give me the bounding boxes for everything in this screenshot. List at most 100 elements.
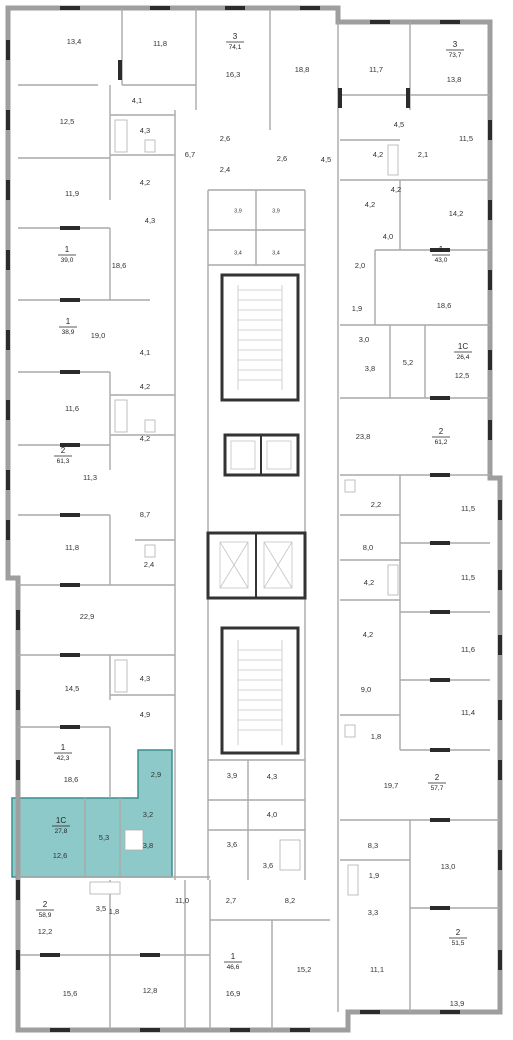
stair-core-bottom <box>220 626 300 755</box>
apartment-total-area: 42,3 <box>57 755 70 762</box>
apartment-total-area: 57,7 <box>431 785 444 792</box>
room-area-label: 9,0 <box>361 685 371 694</box>
apartment-tag[interactable]: 138,9 <box>59 317 77 336</box>
room-area-label: 3,9 <box>227 771 237 780</box>
apartment-rooms-count: 1С <box>56 816 66 825</box>
room-area-label: 2,4 <box>220 165 230 174</box>
bathroom-fixtures <box>89 119 399 896</box>
apartment-tag[interactable]: 261,2 <box>432 427 450 446</box>
apartment-total-area: 46,6 <box>227 964 240 971</box>
room-area-label: 6,7 <box>185 150 195 159</box>
apartment-rooms-count: 1 <box>231 952 236 961</box>
apartment-total-area: 58,9 <box>39 912 52 919</box>
room-area-label: 11,0 <box>175 896 189 905</box>
room-area-label: 4,1 <box>132 96 142 105</box>
apartment-tag[interactable]: 373,7 <box>446 40 464 59</box>
apartment-rooms-count: 1 <box>61 743 66 752</box>
room-area-label: 4,3 <box>140 674 150 683</box>
apartment-tag[interactable]: 251,5 <box>449 928 467 947</box>
room-area-label: 11,3 <box>83 473 97 482</box>
apartment-tag[interactable]: 261,3 <box>54 446 72 465</box>
room-area-label: 11,1 <box>370 965 384 974</box>
room-area-label: 1,8 <box>109 907 119 916</box>
windows <box>6 6 502 1032</box>
apartment-rooms-count: 1С <box>458 342 468 351</box>
room-area-label: 8,3 <box>368 841 378 850</box>
room-area-label: 8,0 <box>363 543 373 552</box>
apartment-rooms-count: 3 <box>233 32 238 41</box>
apartment-total-area: 38,9 <box>62 329 75 336</box>
room-area-label: 4,2 <box>373 150 383 159</box>
room-area-label: 19,7 <box>384 781 399 790</box>
room-area-label: 12,5 <box>455 371 470 380</box>
room-area-label: 3,2 <box>143 810 153 819</box>
room-area-label: 4,0 <box>267 810 277 819</box>
room-area-label: 5,2 <box>403 358 413 367</box>
apartment-rooms-count: 1 <box>65 245 70 254</box>
room-area-label: 5,3 <box>99 833 109 842</box>
exterior-walls <box>5 5 503 1033</box>
apartment-rooms-count: 2 <box>456 928 461 937</box>
room-area-label: 4,2 <box>391 185 401 194</box>
room-area-label: 13,9 <box>450 999 465 1008</box>
apartment-rooms-count: 3 <box>453 40 458 49</box>
room-area-label: 2,2 <box>371 500 381 509</box>
room-area-label: 3,4 <box>272 250 280 256</box>
room-area-label: 4,2 <box>364 578 374 587</box>
room-area-label: 2,4 <box>144 560 154 569</box>
room-area-label: 19,0 <box>91 331 106 340</box>
room-area-label: 3,4 <box>234 250 242 256</box>
room-area-label: 3,6 <box>227 840 237 849</box>
room-area-label: 8,2 <box>285 896 295 905</box>
room-area-label: 15,2 <box>297 965 312 974</box>
room-area-label: 2,6 <box>277 154 287 163</box>
room-area-label: 4,2 <box>140 382 150 391</box>
room-area-label: 2,7 <box>226 896 236 905</box>
apartment-tag[interactable]: 258,9 <box>36 900 54 919</box>
room-area-label: 11,5 <box>461 573 475 582</box>
room-area-label: 11,9 <box>65 189 79 198</box>
apartment-total-area: 61,2 <box>435 439 448 446</box>
room-area-label: 2,0 <box>355 261 365 270</box>
room-area-label: 18,8 <box>295 65 310 74</box>
apartment-tag[interactable]: 257,7 <box>428 773 446 792</box>
apartment-rooms-count: 2 <box>439 427 444 436</box>
room-area-label: 1,9 <box>352 304 362 313</box>
room-area-label: 2,9 <box>151 770 161 779</box>
apartment-tag[interactable]: 139,0 <box>58 245 76 264</box>
room-area-label: 3,8 <box>365 364 375 373</box>
room-area-label: 4,2 <box>365 200 375 209</box>
room-area-label: 4,5 <box>321 155 331 164</box>
apartment-total-area: 61,3 <box>57 458 70 465</box>
room-area-label: 11,5 <box>459 134 473 143</box>
room-area-label: 11,6 <box>65 404 79 413</box>
apartment-total-area: 51,5 <box>452 940 465 947</box>
room-area-label: 8,7 <box>140 510 150 519</box>
apartment-tag[interactable]: 146,6 <box>224 952 242 971</box>
apartment-rooms-count: 2 <box>43 900 48 909</box>
room-area-label: 11,7 <box>369 65 383 74</box>
room-area-label: 12,5 <box>60 117 75 126</box>
room-area-label: 3,0 <box>359 335 369 344</box>
room-area-label: 3,3 <box>368 908 378 917</box>
apartment-total-area: 43,0 <box>435 257 448 264</box>
apartment-tag[interactable]: 143,0 <box>432 245 450 264</box>
room-area-label: 12,8 <box>143 986 158 995</box>
room-area-label: 2,1 <box>418 150 428 159</box>
room-area-label: 12,6 <box>53 851 68 860</box>
apartment-tag[interactable]: 374,1 <box>226 32 244 51</box>
room-area-label: 4,5 <box>394 120 404 129</box>
apartment-tag[interactable]: 142,3 <box>54 743 72 762</box>
apartment-rooms-count: 1 <box>439 245 444 254</box>
room-area-label: 11,5 <box>461 504 475 513</box>
room-area-label: 4,2 <box>140 434 150 443</box>
interior-walls <box>18 8 500 1030</box>
room-area-label: 1,9 <box>369 871 379 880</box>
room-area-label: 22,9 <box>80 612 95 621</box>
room-area-label: 4,2 <box>140 178 150 187</box>
room-area-label: 12,2 <box>38 927 53 936</box>
room-area-label: 4,3 <box>140 126 150 135</box>
